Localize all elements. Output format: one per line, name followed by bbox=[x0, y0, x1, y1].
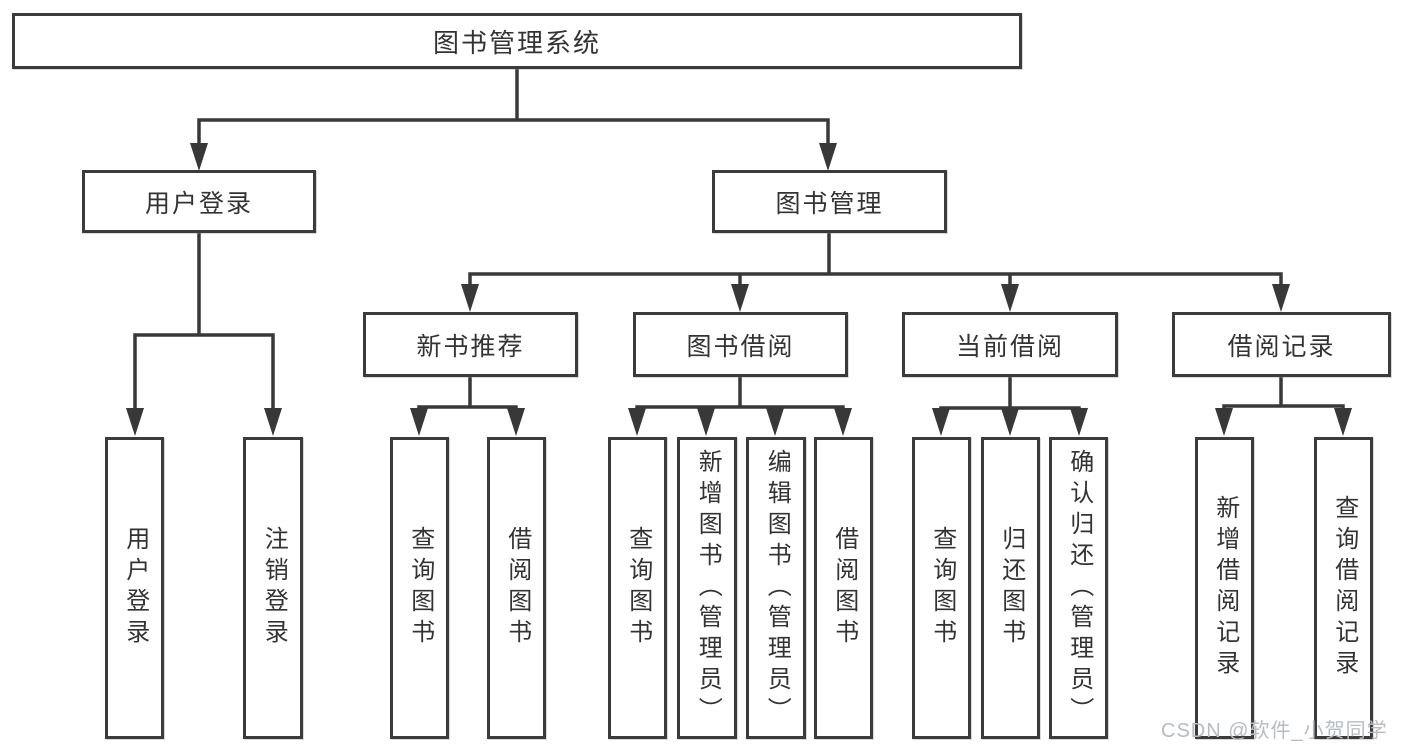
leaf-user-login-label: 用户登录 bbox=[121, 526, 149, 650]
watermark: CSDN @软件_小贺同学 bbox=[1161, 720, 1388, 742]
leaf-cb-confirm-return-admin: 确认归还（管理员） bbox=[1049, 437, 1108, 739]
leaf-nb-query-books-label: 查询图书 bbox=[406, 526, 434, 650]
node-current-borrow: 当前借阅 bbox=[902, 312, 1118, 377]
leaf-cb-confirm-return-admin-label: 确认归还（管理员） bbox=[1065, 448, 1093, 728]
node-book-management: 图书管理 bbox=[712, 170, 947, 233]
leaf-user-login: 用户登录 bbox=[105, 437, 164, 739]
leaf-nb-query-books: 查询图书 bbox=[390, 437, 449, 739]
leaf-br-add-record: 新增借阅记录 bbox=[1195, 437, 1254, 739]
node-book-borrow-label: 图书借阅 bbox=[686, 332, 795, 361]
leaf-bb-edit-books-admin: 编辑图书（管理员） bbox=[746, 437, 806, 739]
leaf-br-add-record-label: 新增借阅记录 bbox=[1211, 495, 1239, 681]
leaf-logout-label: 注销登录 bbox=[260, 526, 288, 650]
node-new-book-recommend-label: 新书推荐 bbox=[416, 332, 525, 361]
leaf-nb-borrow-books: 借阅图书 bbox=[487, 437, 546, 739]
leaf-bb-query-books: 查询图书 bbox=[608, 437, 667, 739]
node-book-borrow: 图书借阅 bbox=[633, 312, 848, 377]
leaf-bb-query-books-label: 查询图书 bbox=[624, 526, 652, 650]
leaf-logout: 注销登录 bbox=[243, 437, 303, 739]
node-user-login-label: 用户登录 bbox=[144, 189, 253, 218]
leaf-cb-return-books-label: 归还图书 bbox=[997, 526, 1025, 650]
node-borrow-records: 借阅记录 bbox=[1172, 312, 1391, 377]
node-current-borrow-label: 当前借阅 bbox=[955, 332, 1064, 361]
leaf-br-query-record: 查询借阅记录 bbox=[1314, 437, 1373, 739]
arrowheads bbox=[126, 143, 1352, 436]
node-root-label: 图书管理系统 bbox=[432, 27, 601, 58]
leaf-bb-borrow-books-label: 借阅图书 bbox=[830, 526, 858, 650]
node-borrow-records-label: 借阅记录 bbox=[1227, 332, 1336, 361]
leaf-nb-borrow-books-label: 借阅图书 bbox=[503, 526, 531, 650]
leaf-cb-query-books-label: 查询图书 bbox=[928, 526, 956, 650]
leaf-bb-add-books-admin-label: 新增图书（管理员） bbox=[694, 448, 722, 728]
leaf-cb-query-books: 查询图书 bbox=[912, 437, 971, 739]
node-book-management-label: 图书管理 bbox=[775, 189, 884, 218]
leaf-bb-borrow-books: 借阅图书 bbox=[814, 437, 873, 739]
leaf-bb-edit-books-admin-label: 编辑图书（管理员） bbox=[763, 448, 791, 728]
node-user-login: 用户登录 bbox=[82, 170, 316, 233]
leaf-cb-return-books: 归还图书 bbox=[981, 437, 1040, 739]
leaf-bb-add-books-admin: 新增图书（管理员） bbox=[677, 437, 737, 739]
node-root: 图书管理系统 bbox=[12, 13, 1022, 69]
node-new-book-recommend: 新书推荐 bbox=[363, 312, 578, 377]
leaf-br-query-record-label: 查询借阅记录 bbox=[1330, 495, 1358, 681]
